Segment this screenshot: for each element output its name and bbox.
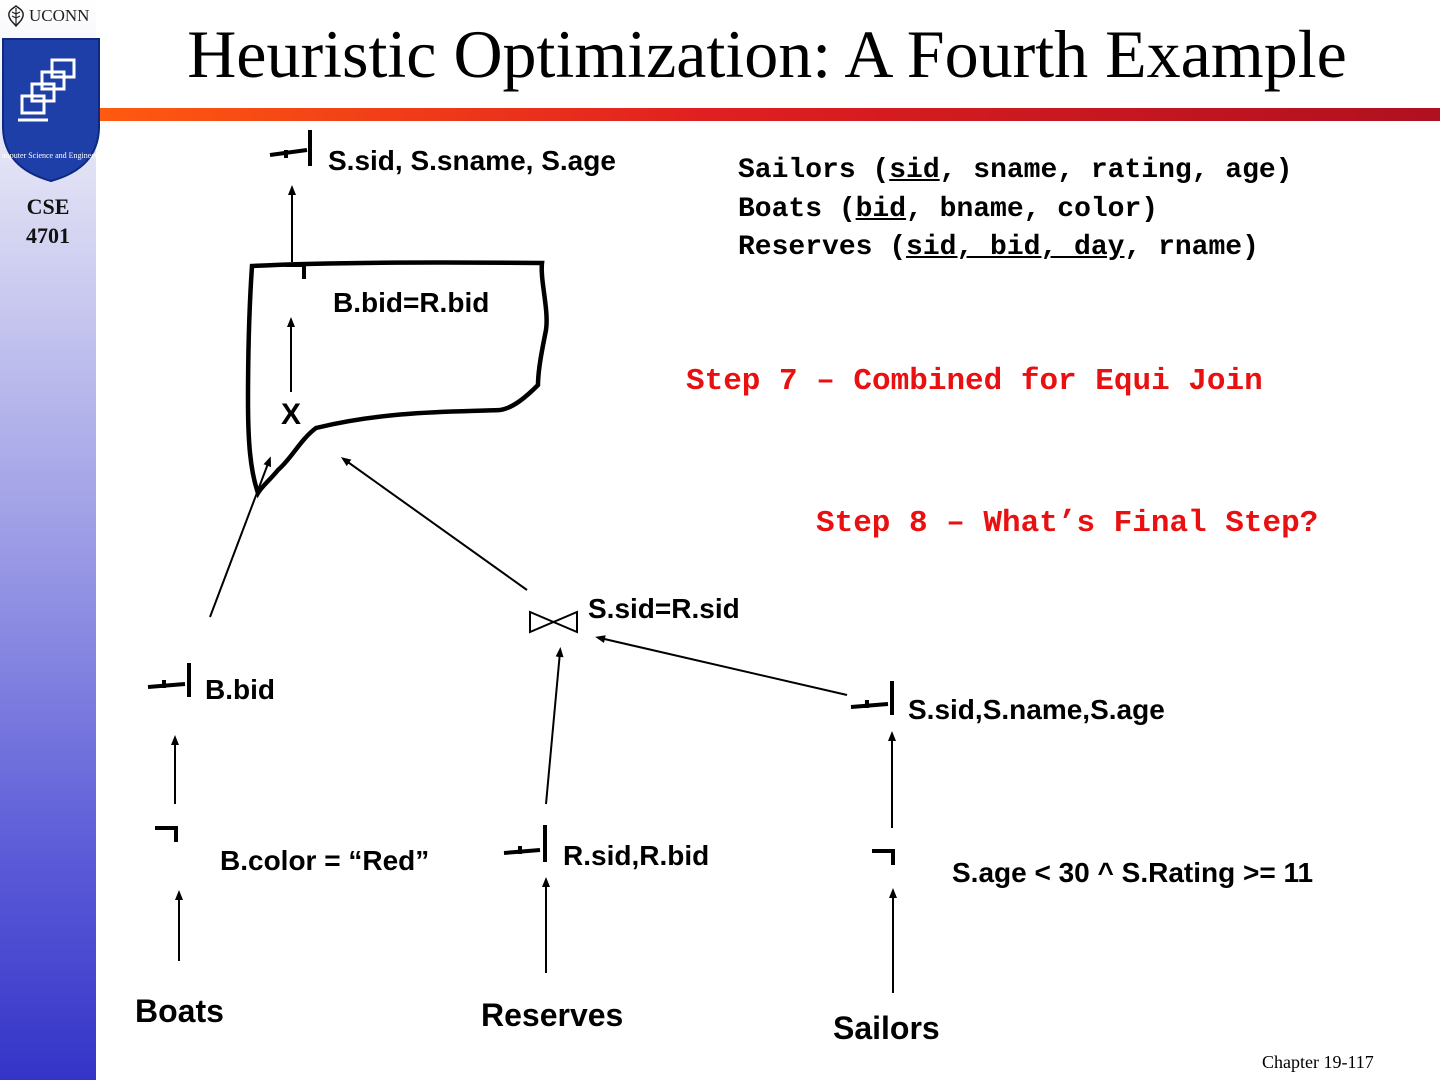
relation-schemas: Sailors (sid, sname, rating, age)Boats (…: [738, 152, 1293, 268]
selection-sigma-icon: [285, 263, 306, 279]
step-7-label: Step 7 – Combined for Equi Join: [686, 364, 1263, 399]
projection-reserves-label: R.sid,R.bid: [563, 840, 710, 871]
join-condition-top-label: B.bid=R.bid: [333, 287, 490, 318]
slide-title: Heuristic Optimization: A Fourth Example: [187, 16, 1347, 92]
schema-key: bid: [855, 193, 907, 225]
cross-product-label: X: [281, 398, 302, 431]
schema-sailors: Sailors (sid, sname, rating, age): [738, 152, 1293, 191]
relation-sailors: Sailors: [833, 1010, 940, 1046]
selection-boats-label: B.color = “Red”: [220, 845, 430, 876]
oak-leaf-icon: [8, 5, 24, 27]
slide-number: Chapter 19-117: [1262, 1052, 1374, 1072]
arrow-icon: [595, 635, 848, 696]
title-divider: [100, 108, 1440, 121]
schema-text: Boats (: [738, 193, 856, 225]
projection-boats-label: B.bid: [205, 674, 275, 705]
seal-text: Computer Science and Engineering: [2, 151, 102, 160]
join-condition-mid-label: S.sid=R.sid: [588, 593, 740, 624]
projection-sailors-label: S.sid,S.name,S.age: [908, 694, 1165, 725]
schema-boats: Boats (bid, bname, color): [738, 191, 1293, 230]
uconn-logo: UCONN: [6, 5, 89, 27]
sidebar: UCONN Computer Science and Engineering C…: [0, 0, 102, 1080]
combined-join-outline: [245, 260, 549, 499]
course-line-1: CSE: [26, 194, 70, 219]
selection-sailors-label: S.age < 30 ^ S.Rating >= 11: [952, 857, 1314, 888]
computer-science-and-engineering-seal-icon: Computer Science and Engineering: [2, 38, 102, 183]
university-name: UCONN: [29, 6, 90, 25]
schema-reserves: Reserves (sid, bid, day, rname): [738, 229, 1293, 268]
schema-key: sid, bid, day: [906, 232, 1125, 263]
relation-reserves: Reserves: [481, 997, 624, 1033]
schema-text: , sname, rating, age): [939, 155, 1293, 186]
top-projection-label: S.sid, S.sname, S.age: [328, 145, 616, 176]
course-code: CSE 4701: [0, 192, 96, 250]
arrow-icon: [340, 457, 528, 591]
course-line-2: 4701: [26, 223, 70, 248]
projection-pi-icon: [503, 825, 547, 862]
projection-pi-icon: [269, 130, 312, 166]
step-8-label: Step 8 – What’s Final Step?: [816, 506, 1319, 541]
selection-sigma-icon: [155, 826, 178, 842]
arrow-icon: [545, 647, 564, 805]
schema-text: Reserves (: [738, 232, 907, 263]
arrow-icon: [209, 456, 271, 618]
schema-key: sid: [889, 155, 940, 186]
projection-pi-icon: [850, 681, 894, 715]
join-bowtie-icon: [529, 610, 578, 634]
relation-boats: Boats: [135, 993, 224, 1029]
projection-pi-icon: [147, 663, 191, 697]
schema-text: Sailors (: [738, 155, 890, 186]
schema-text: , bname, color): [906, 193, 1159, 225]
selection-sigma-icon: [872, 849, 895, 865]
schema-text: , rname): [1124, 232, 1259, 263]
